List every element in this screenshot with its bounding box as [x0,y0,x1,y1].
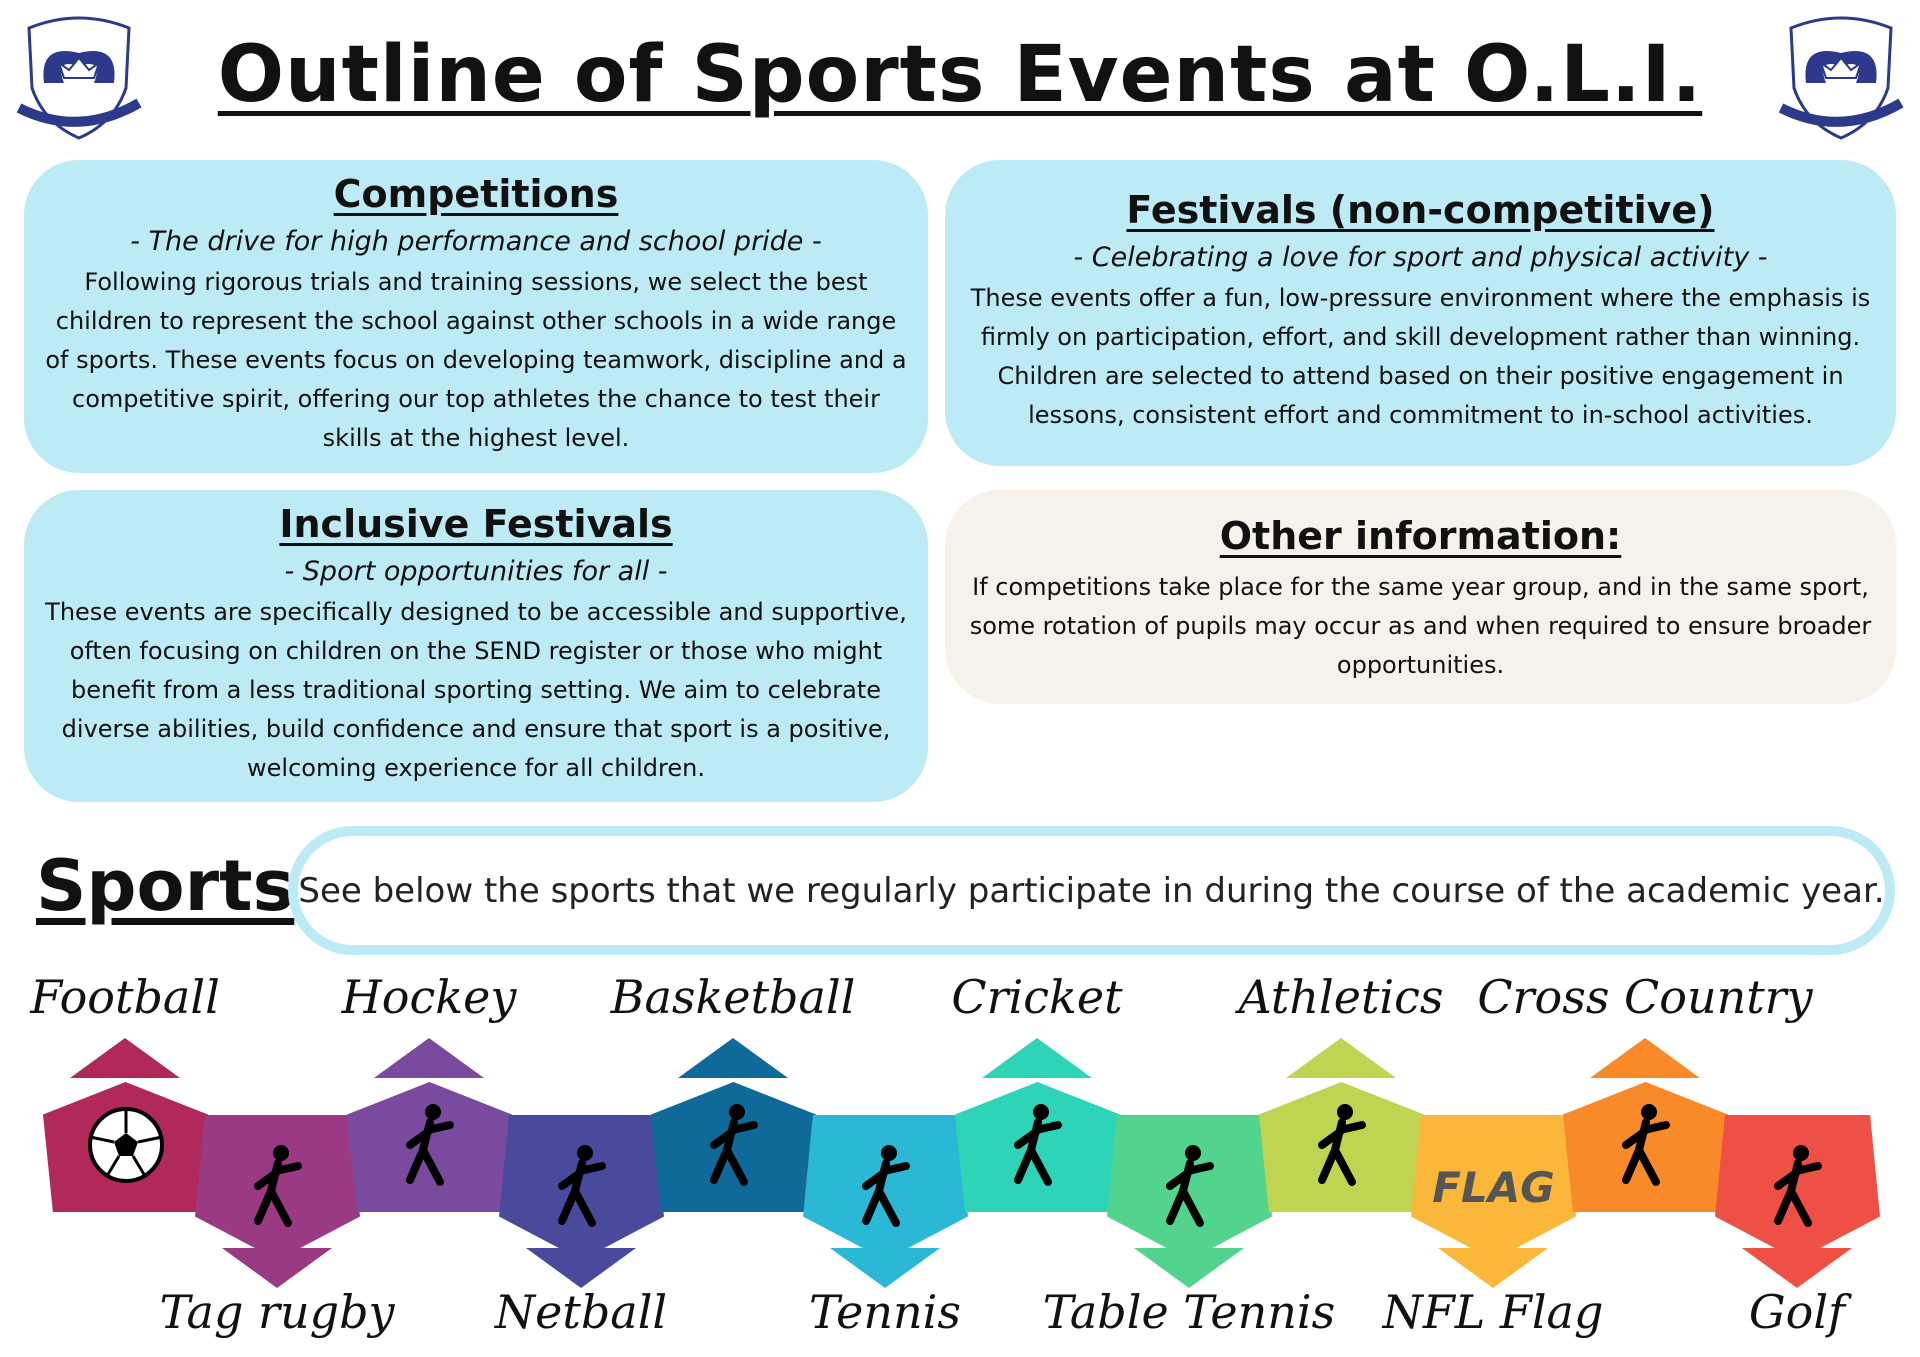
sport-pointer-9 [1438,1248,1548,1288]
netball-player-icon [547,1141,617,1235]
javelin-thrower-icon [1307,1100,1377,1194]
sport-tile-nfl-flag: FLAG [1411,1115,1576,1260]
sport-tile-hockey [347,1082,512,1212]
inclusive-subtitle: - Sport opportunities for all - [284,556,668,587]
school-crest-left [14,8,144,148]
sport-pointer-0 [70,1038,180,1078]
football-icon [86,1105,166,1189]
sport-pointer-11 [1742,1248,1852,1288]
nfl-flag-logo-icon: FLAG [1432,1163,1555,1212]
sport-tile-football [43,1082,208,1212]
sport-label: Basketball [610,970,856,1024]
festivals-subtitle: - Celebrating a love for sport and physi… [1073,242,1768,273]
sport-label: Cricket [951,970,1123,1024]
sport-tile-cross-country [1563,1082,1728,1212]
sport-pointer-3 [526,1248,636,1288]
hockey-player-icon [395,1100,465,1194]
sport-tile-tag-rugby [195,1115,360,1260]
sport-tile-tennis [803,1115,968,1260]
basketball-player-icon [699,1100,769,1194]
runners-icon [1611,1100,1681,1194]
sport-pointer-5 [830,1248,940,1288]
sport-tile-table-tennis [1107,1115,1272,1260]
sport-pointer-6 [982,1038,1092,1078]
inclusive-heading: Inclusive Festivals [279,502,673,546]
sport-tile-golf [1715,1115,1880,1260]
competitions-body: Following rigorous trials and training s… [45,268,907,452]
festivals-panel: Festivals (non-competitive) - Celebratin… [945,160,1896,466]
competitions-panel: Competitions - The drive for high perfor… [24,160,928,473]
sport-pointer-4 [678,1038,788,1078]
table-tennis-paddles-icon [1155,1141,1225,1235]
sports-intro: See below the sports that we regularly p… [288,826,1895,955]
sport-tile-basketball [651,1082,816,1212]
other-information-panel: Other information: If competitions take … [945,490,1896,704]
sport-pointer-10 [1590,1038,1700,1078]
sport-tile-athletics [1259,1082,1424,1212]
sport-label: Tennis [809,1285,961,1339]
sport-tile-cricket [955,1082,1120,1212]
sport-pointer-7 [1134,1248,1244,1288]
sport-label: Athletics [1238,970,1444,1024]
golfer-icon [1763,1141,1833,1235]
sport-label: Golf [1748,1285,1846,1339]
sport-pointer-1 [222,1248,332,1288]
sport-label: Cross Country [1477,970,1813,1024]
sport-tile-netball [499,1115,664,1260]
sport-label: Table Tennis [1042,1285,1336,1339]
sport-label: Netball [494,1285,668,1339]
sports-heading: Sports [36,845,295,927]
competitions-heading: Competitions [333,172,619,216]
page-title: Outline of Sports Events at O.L.I. [217,30,1703,120]
inclusive-festivals-panel: Inclusive Festivals - Sport opportunitie… [24,490,928,802]
sport-label: Football [30,970,220,1024]
sport-label: NFL Flag [1382,1285,1604,1339]
other-heading: Other information: [1219,514,1622,558]
sport-pointer-2 [374,1038,484,1078]
sport-label: Hockey [341,970,517,1024]
festivals-heading: Festivals (non-competitive) [1126,188,1715,232]
sports-intro-text: See below the sports that we regularly p… [298,870,1885,911]
inclusive-body: These events are specifically designed t… [45,598,907,782]
festivals-body: These events offer a fun, low-pressure e… [970,284,1871,429]
competitions-subtitle: - The drive for high performance and sch… [130,226,822,257]
sport-pointer-8 [1286,1038,1396,1078]
school-crest-right [1776,8,1906,148]
sport-label: Tag rugby [159,1285,395,1339]
cricket-batter-icon [1003,1100,1073,1194]
other-body: If competitions take place for the same … [969,573,1872,679]
runner-icon [243,1141,313,1235]
tennis-rackets-icon [851,1141,921,1235]
